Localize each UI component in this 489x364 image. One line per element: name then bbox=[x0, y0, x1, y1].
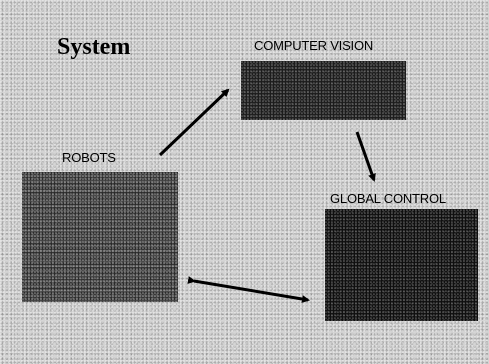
robots-label: ROBOTS bbox=[62, 150, 116, 165]
arrow-robots-to-vision bbox=[158, 88, 230, 157]
arrow-robots-global-bidirectional bbox=[187, 276, 310, 303]
global-control-box bbox=[325, 209, 478, 321]
robots-box bbox=[22, 172, 178, 302]
computer-vision-label: COMPUTER VISION bbox=[254, 38, 374, 53]
arrow-vision-to-global bbox=[355, 131, 376, 182]
computer-vision-box bbox=[241, 61, 406, 120]
diagram-title: System bbox=[57, 34, 131, 60]
global-control-label: GLOBAL CONTROL bbox=[330, 191, 446, 206]
